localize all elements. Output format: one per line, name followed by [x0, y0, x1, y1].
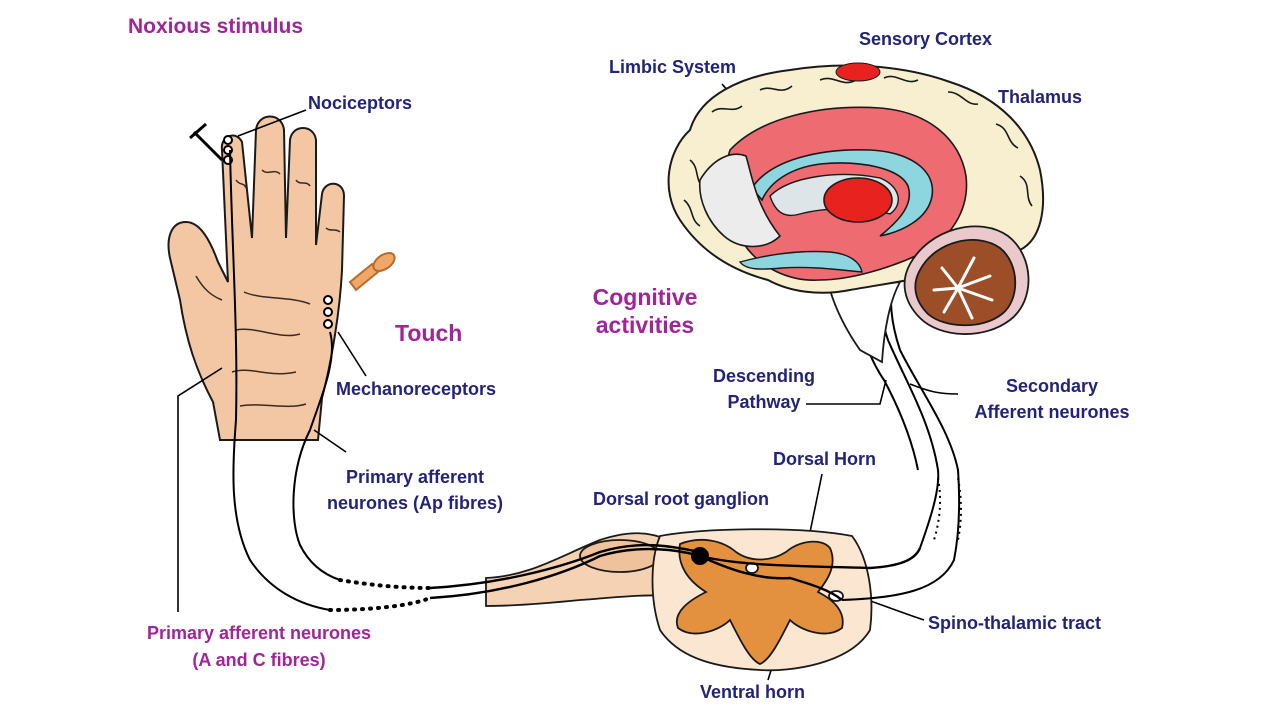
touch-probe: [348, 252, 396, 292]
descending-line2: Pathway: [727, 391, 801, 412]
sensory-cortex-region: [835, 62, 881, 82]
descending-pathway-label: Descending Pathway: [700, 366, 828, 413]
dorsal-root-cell-body: [691, 547, 709, 565]
thalamus-label: Thalamus: [998, 87, 1083, 107]
afferent-fibres: [229, 149, 341, 611]
afferent-fibres-dotted: [328, 578, 432, 612]
primary-afferent-ap-line1: Primary afferent: [345, 467, 485, 487]
brainstem-cyan: [738, 250, 863, 273]
hand-illustration: [167, 115, 346, 441]
primary-afferent-ap-line2: neurones (Ap fibres): [326, 492, 504, 513]
cerebellum: [903, 225, 1030, 335]
primary-afferent-ac-line2: (A and C fibres): [192, 649, 326, 670]
nociceptors-label: Nociceptors: [308, 93, 413, 113]
noxious-stimulus-label: Noxious stimulus: [128, 15, 304, 38]
descending-line1: Descending: [712, 366, 816, 386]
limbic-system-label: Limbic System: [609, 57, 737, 77]
noxious-pin: [189, 122, 224, 162]
secondary-line2: Afferent neurones: [974, 401, 1130, 422]
primary-afferent-ap-label: Primary afferent neurones (Ap fibres): [310, 467, 520, 514]
spinal-neurones: [429, 543, 922, 601]
spinal-cord-section: [651, 528, 873, 672]
cognitive-line1: Cognitive: [592, 284, 698, 310]
mechanoreceptor-endings: [323, 295, 333, 329]
cognitive-line2: activities: [595, 311, 695, 338]
primary-afferent-ac-label: Primary afferent neurones (A and C fibre…: [126, 623, 392, 671]
primary-afferent-ac-line1: Primary afferent neurones: [146, 623, 372, 643]
secondary-line1: Secondary: [1005, 376, 1099, 396]
cognitive-activities-label: Cognitive activities: [578, 284, 712, 339]
corpus-callosum: [751, 148, 934, 237]
cerebellum-arbor: [932, 256, 994, 320]
thalamus-region: [823, 177, 893, 223]
dorsal-horn-label: Dorsal Horn: [773, 449, 877, 469]
ventral-horn-label: Ventral horn: [700, 682, 806, 702]
spinal-tracts-dotted: [933, 477, 962, 541]
secondary-afferent-label: Secondary Afferent neurones: [958, 376, 1146, 423]
brainstem: [828, 280, 902, 364]
mechanoreceptors-label: Mechanoreceptors: [336, 379, 497, 399]
frontal-white-matter: [698, 153, 782, 248]
sensory-cortex-label: Sensory Cortex: [859, 29, 993, 49]
dorsal-root-ganglion-label: Dorsal root ganglion: [593, 489, 770, 509]
touch-label: Touch: [395, 320, 463, 346]
spino-thalamic-tract-label: Spino-thalamic tract: [928, 613, 1102, 633]
